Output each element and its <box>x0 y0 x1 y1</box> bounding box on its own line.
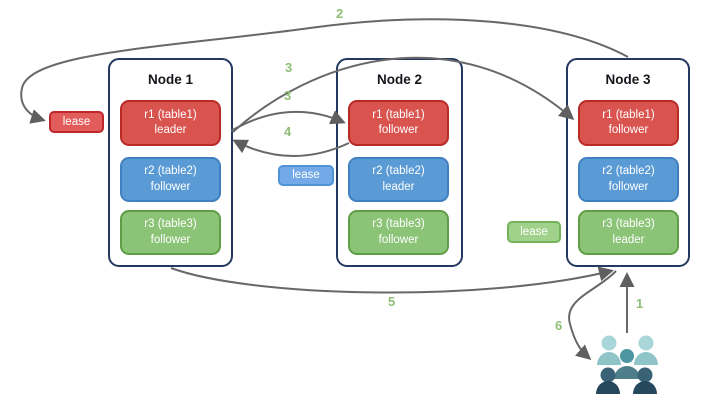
lease-badge-r3: lease <box>507 221 561 243</box>
node-1-replica-r3: r3 (table3) follower <box>120 210 221 255</box>
arrow-step-5 <box>170 266 614 294</box>
node-3-replica-r1: r1 (table1) follower <box>578 100 679 146</box>
replica-label: r1 (table1) <box>372 108 425 121</box>
replica-label: r2 (table2) <box>372 165 425 178</box>
node-2: Node 2 r1 (table1) follower r2 (table2) … <box>336 58 463 267</box>
node-3-replica-r3: r3 (table3) leader <box>578 210 679 255</box>
node-1-replica-r1: r1 (table1) leader <box>120 100 221 146</box>
lease-badge-r2: lease <box>278 165 334 186</box>
replica-role: leader <box>382 180 415 193</box>
step-number-3a: 3 <box>285 60 293 75</box>
step-number-4: 4 <box>284 124 292 139</box>
node-1: Node 1 r1 (table1) leader r2 (table2) fo… <box>108 58 233 267</box>
replica-label: r1 (table1) <box>144 108 197 121</box>
replica-label: r3 (table3) <box>144 218 197 231</box>
step-number-2: 2 <box>336 6 344 21</box>
step-number-6: 6 <box>555 318 563 333</box>
node-1-title: Node 1 <box>147 72 193 87</box>
replica-role: follower <box>378 124 419 136</box>
replica-role: leader <box>154 124 187 136</box>
replica-role: follower <box>608 124 649 136</box>
node-3: Node 3 r1 (table1) follower r2 (table2) … <box>566 58 690 267</box>
replica-role: follower <box>150 233 191 246</box>
replica-role: leader <box>612 233 645 246</box>
arrow-step-4 <box>232 139 350 157</box>
step-number-5: 5 <box>388 294 396 309</box>
node-2-title: Node 2 <box>376 72 422 87</box>
arrow-step-6 <box>568 270 617 360</box>
replica-role: follower <box>378 233 419 246</box>
step-number-1: 1 <box>636 296 644 311</box>
replica-label: r2 (table2) <box>144 165 197 178</box>
replica-label: r1 (table1) <box>602 108 655 121</box>
node-2-replica-r2: r2 (table2) leader <box>348 157 449 202</box>
replica-label: r2 (table2) <box>602 165 655 178</box>
replica-label: r3 (table3) <box>602 218 655 231</box>
node-2-replica-r3: r3 (table3) follower <box>348 210 449 255</box>
users-icon <box>596 335 658 394</box>
node-2-replica-r1: r1 (table1) follower <box>348 100 449 146</box>
replica-label: r3 (table3) <box>372 218 425 231</box>
lease-badge-r1: lease <box>49 111 104 133</box>
node-3-replica-r2: r2 (table2) follower <box>578 157 679 202</box>
replica-role: follower <box>608 180 649 193</box>
step-number-3b: 3 <box>284 88 292 103</box>
node-3-title: Node 3 <box>605 72 651 87</box>
node-1-replica-r2: r2 (table2) follower <box>120 157 221 202</box>
replica-role: follower <box>150 180 191 193</box>
